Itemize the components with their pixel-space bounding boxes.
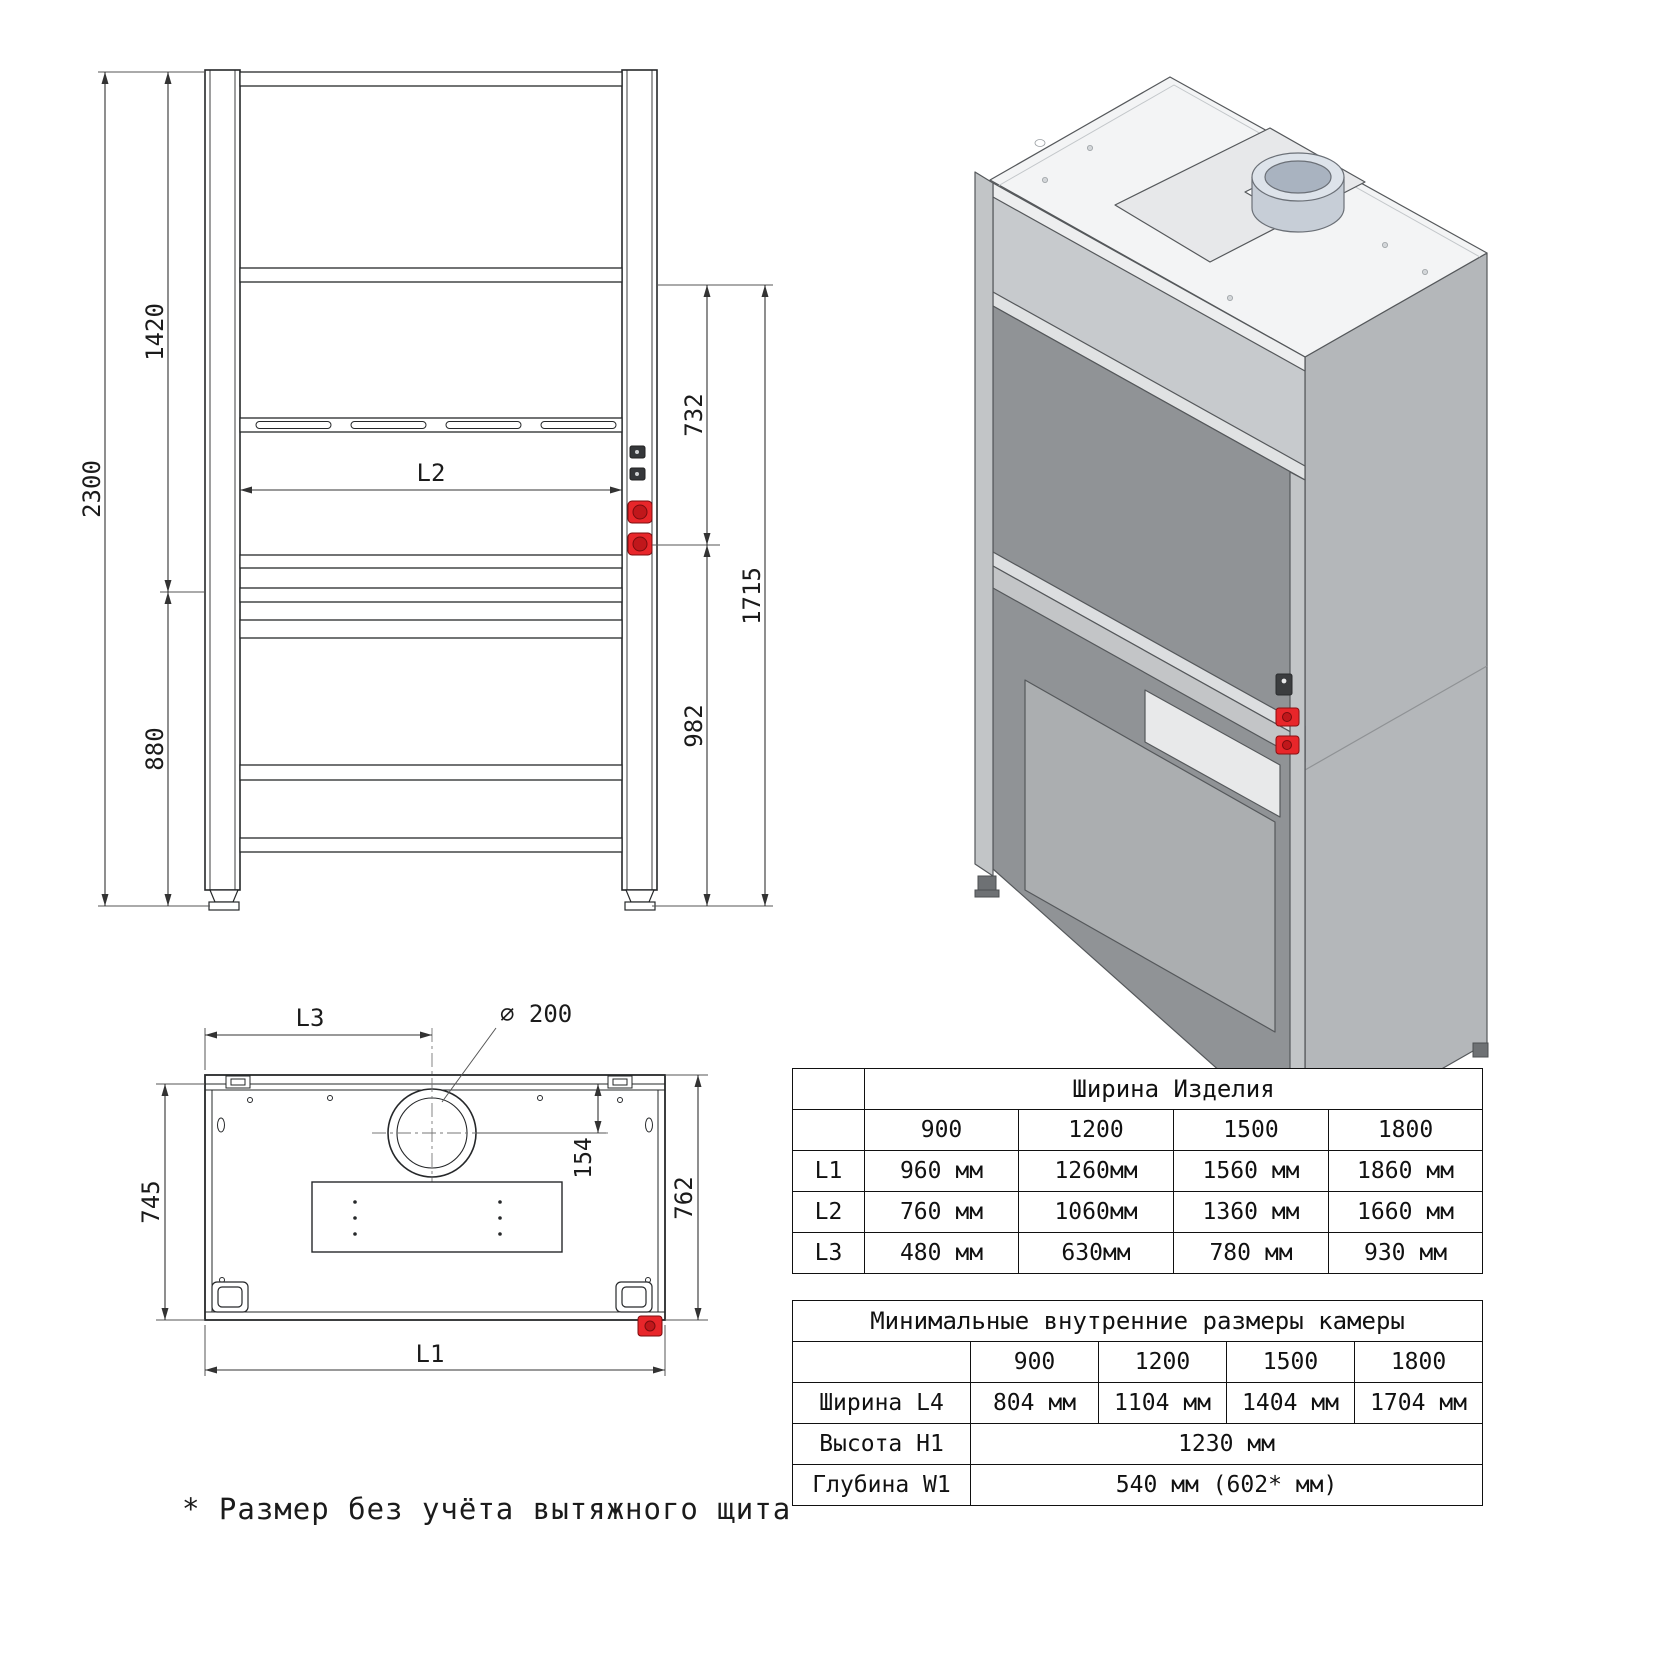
footnote: * Размер без учёта вытяжного щита — [182, 1492, 792, 1526]
top-view-drawing: L3 ⌀ 200 154 745 762 L1 — [137, 1000, 708, 1376]
chamber-table-title-row: Минимальные внутренние размеры камеры — [791, 1300, 1484, 1342]
post-inner-lines — [209, 70, 653, 890]
front-view-drawing: 2300 1420 880 732 982 1715 L2 — [78, 69, 773, 911]
duct-opening — [1264, 160, 1332, 194]
dim-label-l3: L3 — [296, 1004, 325, 1032]
table-row-height-h1: Высота H1 1230 мм — [792, 1423, 1484, 1465]
header-col-1800: 1800 — [1327, 1109, 1484, 1151]
row-label: L1 — [792, 1150, 865, 1192]
cell: 1404 мм — [1226, 1382, 1355, 1424]
table-row-l3: L3 480 мм 630мм 780 мм 930 мм — [792, 1232, 1484, 1274]
row-label: Ширина L4 — [792, 1382, 971, 1424]
cell: 780 мм — [1173, 1232, 1329, 1274]
cell-span: 540 мм (602* мм) — [969, 1464, 1484, 1506]
dimension-lines — [161, 1031, 702, 1374]
dim-label-154: 154 — [571, 1137, 597, 1179]
louver-slots — [255, 421, 617, 429]
chamber-table-title: Минимальные внутренние размеры камеры — [791, 1300, 1484, 1342]
top-socket — [637, 1315, 663, 1337]
service-panel — [311, 1181, 563, 1253]
cell: 960 мм — [864, 1150, 1019, 1192]
dimension-lines — [101, 72, 769, 906]
row-label: Высота H1 — [792, 1423, 971, 1465]
iso-right-post — [1289, 471, 1306, 1148]
dim-label-l1: L1 — [416, 1340, 445, 1368]
header-col-1500: 1500 — [1173, 1109, 1329, 1151]
table-row-depth-w1: Глубина W1 540 мм (602* мм) — [792, 1464, 1484, 1506]
cell: 1260мм — [1018, 1150, 1174, 1192]
dim-label-745: 745 — [137, 1180, 165, 1223]
isometric-view-drawing — [974, 76, 1489, 1170]
iso-underbench-panel — [1024, 679, 1276, 1033]
header-col-900: 900 — [970, 1341, 1099, 1383]
cell: 1660 мм — [1327, 1191, 1484, 1233]
dim-label-l2: L2 — [417, 459, 446, 487]
cell: 630мм — [1018, 1232, 1174, 1274]
cell: 1104 мм — [1098, 1382, 1227, 1424]
cell: 760 мм — [864, 1191, 1019, 1233]
width-table-corner — [792, 1068, 865, 1110]
dim-label-2300: 2300 — [78, 460, 106, 518]
width-table-title-row: Ширина Изделия — [792, 1068, 1484, 1110]
front-left-post — [204, 69, 241, 891]
cell: 1560 мм — [1173, 1150, 1329, 1192]
front-frame-posts — [204, 69, 658, 891]
cell: 480 мм — [864, 1232, 1019, 1274]
panel-holes — [353, 1200, 502, 1236]
front-feet — [208, 889, 656, 911]
cell: 1704 мм — [1353, 1382, 1484, 1424]
table-row-l2: L2 760 мм 1060мм 1360 мм 1660 мм — [792, 1191, 1484, 1233]
iso-body — [974, 76, 1488, 1148]
iso-electrics — [1275, 673, 1300, 755]
chamber-table-header-row: 900 1200 1500 1800 — [792, 1341, 1484, 1383]
header-col-1800: 1800 — [1353, 1341, 1484, 1383]
light-switches — [629, 445, 646, 481]
iso-left-post — [974, 171, 994, 877]
power-sockets — [627, 500, 653, 556]
extension-lines — [156, 1027, 708, 1376]
iso-right-panel — [1304, 252, 1488, 1148]
header-col-1200: 1200 — [1098, 1341, 1227, 1383]
row-label: Глубина W1 — [792, 1464, 971, 1506]
top-screw-holes — [1034, 139, 1428, 301]
table-row-width-l4: Ширина L4 804 мм 1104 мм 1404 мм 1704 мм — [792, 1382, 1484, 1424]
cell: 1060мм — [1018, 1191, 1174, 1233]
row-label: L3 — [792, 1232, 865, 1274]
header-empty-cell — [792, 1109, 865, 1151]
dim-label-1420: 1420 — [141, 303, 169, 361]
dim-label-982: 982 — [680, 704, 708, 747]
cell-span: 1230 мм — [969, 1423, 1484, 1465]
width-table-header-row: 900 1200 1500 1800 — [792, 1109, 1484, 1151]
mount-holes — [217, 1095, 653, 1283]
cell: 1360 мм — [1173, 1191, 1329, 1233]
dim-label-732: 732 — [680, 393, 708, 436]
top-clips — [225, 1075, 633, 1089]
cell: 930 мм — [1327, 1232, 1484, 1274]
switch-icon — [1275, 673, 1293, 696]
dim-label-1715: 1715 — [738, 567, 766, 625]
table-row-l1: L1 960 мм 1260мм 1560 мм 1860 мм — [792, 1150, 1484, 1192]
cell: 1860 мм — [1327, 1150, 1484, 1192]
extension-lines — [98, 71, 773, 907]
header-col-1200: 1200 — [1018, 1109, 1174, 1151]
header-col-1500: 1500 — [1226, 1341, 1355, 1383]
width-table-title: Ширина Изделия — [863, 1068, 1484, 1110]
dim-label-diameter: ⌀ 200 — [500, 1000, 572, 1028]
header-empty-cell — [792, 1341, 971, 1383]
top-feet-plates — [211, 1281, 653, 1313]
row-label: L2 — [792, 1191, 865, 1233]
chamber-table: Минимальные внутренние размеры камеры 90… — [791, 1300, 1484, 1506]
cell: 804 мм — [970, 1382, 1099, 1424]
front-rails — [239, 71, 623, 853]
width-table: Ширина Изделия 900 1200 1500 1800 L1 960… — [792, 1068, 1484, 1274]
dim-label-762: 762 — [670, 1176, 698, 1219]
header-col-900: 900 — [864, 1109, 1019, 1151]
dim-label-880: 880 — [141, 727, 169, 770]
iso-drawer-front — [1144, 689, 1281, 818]
